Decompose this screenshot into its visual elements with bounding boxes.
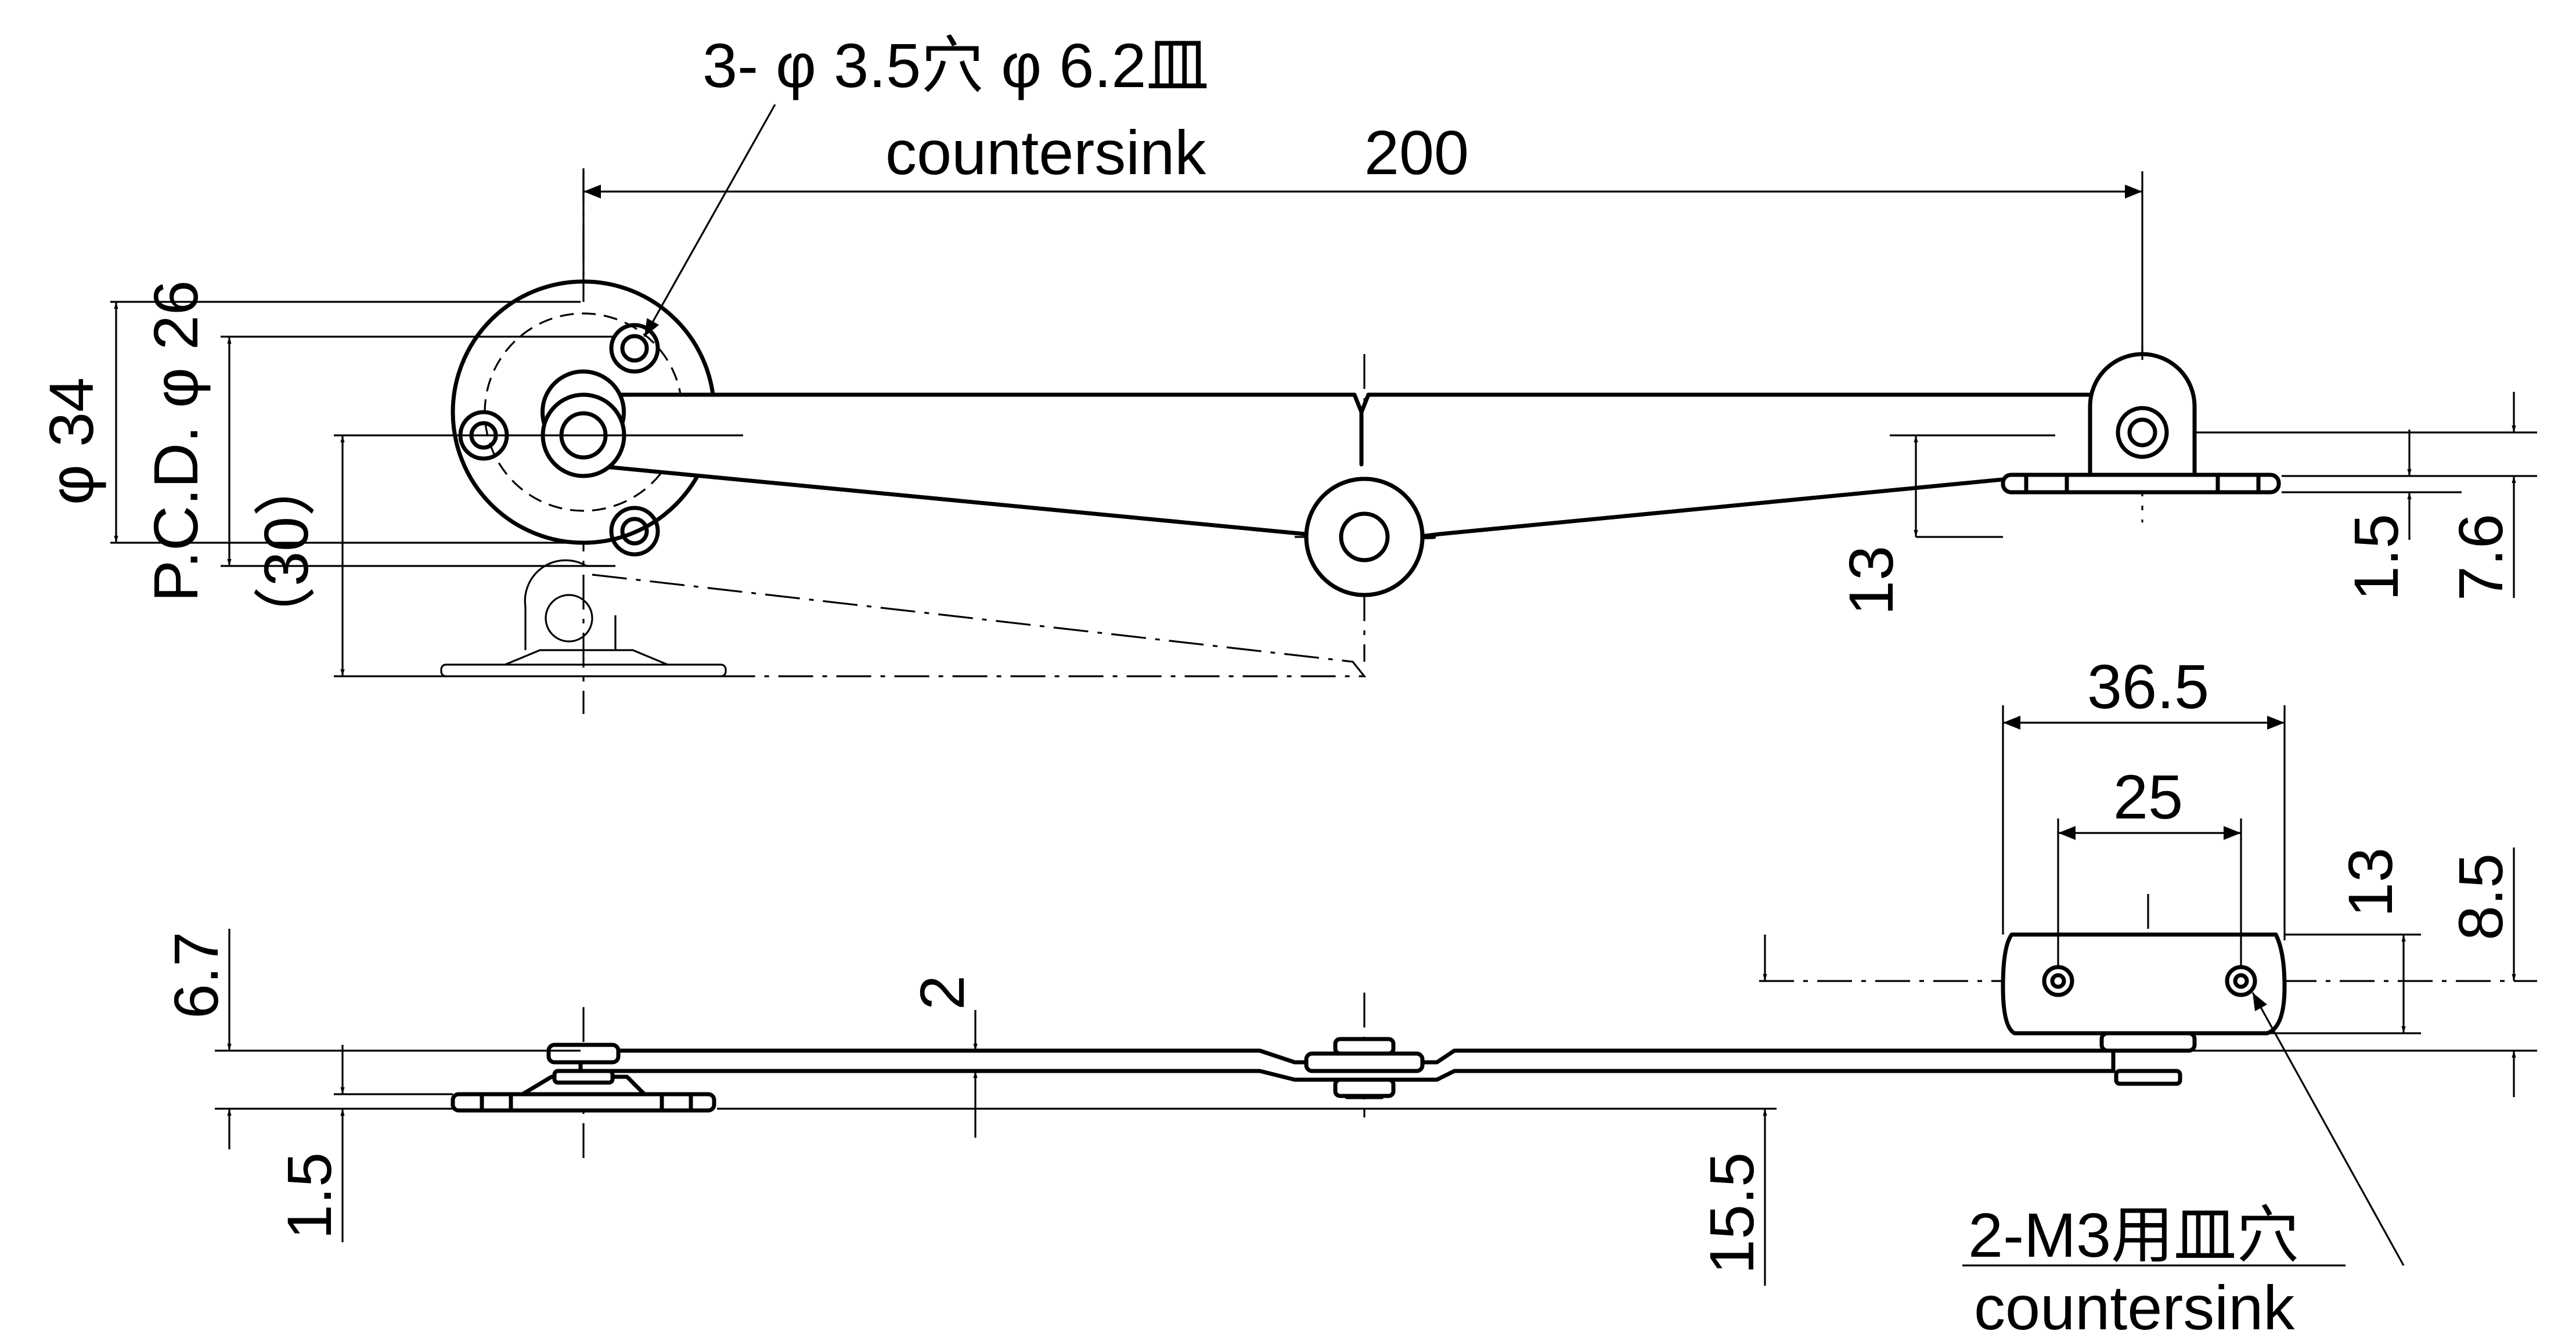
- dimension-13-side: 13: [2195, 847, 2421, 1034]
- right-bracket: [2001, 352, 2281, 495]
- dimension-8-5: 8.5: [2113, 847, 2537, 1097]
- dim25-label: 25: [2113, 762, 2183, 832]
- dim36-5-label: 36.5: [2087, 651, 2209, 722]
- phi34-label: φ 34: [36, 377, 106, 505]
- dim7-6-label: 7.6: [2445, 514, 2516, 601]
- countersunk-hole-top: [609, 323, 660, 374]
- dimension-15-5: 15.5: [717, 935, 1777, 1286]
- dimension-2: 2: [717, 975, 1260, 1138]
- hole-spec-callout: 3- φ 3.5穴 φ 6.2皿 countersink: [643, 30, 1209, 337]
- dimension-pcd26: P.C.D. φ 26: [140, 280, 615, 602]
- m3-spec-en-label: countersink: [1974, 1272, 2295, 1338]
- dimension-200: 200: [582, 117, 2143, 360]
- dimension-36-5: 36.5: [2002, 651, 2286, 940]
- top-view: 200 3- φ 3.5穴 φ 6.2皿 countersink φ 34 P.…: [36, 30, 2537, 714]
- dim6-7-label: 6.7: [161, 932, 231, 1019]
- base-pivot-boss: [541, 369, 626, 478]
- dim1-5-left-label: 1.5: [274, 1152, 344, 1239]
- hole-spec-en-label: countersink: [885, 117, 1206, 187]
- dim8-5-label: 8.5: [2445, 853, 2516, 940]
- dimension-1-5-left: 1.5: [274, 1045, 453, 1242]
- dimension-200-label: 200: [1364, 117, 1469, 187]
- dimension-30: （30）: [251, 434, 743, 677]
- middle-joint: [1304, 477, 1436, 597]
- dim15-5-label: 15.5: [1696, 1152, 1767, 1274]
- dimension-13-right: 13: [1836, 434, 2055, 615]
- m3-countersink-callout: 2-M3用皿穴 countersink: [1962, 992, 2405, 1338]
- dim1-5-right-label: 1.5: [2341, 514, 2411, 601]
- side-left-base: [451, 1043, 716, 1113]
- countersunk-hole-bottom: [609, 506, 660, 557]
- pcd26-label: P.C.D. φ 26: [140, 280, 211, 602]
- dim2-label: 2: [907, 975, 977, 1010]
- dimension-25: 25: [2057, 762, 2242, 966]
- hole-spec-label: 3- φ 3.5穴 φ 6.2皿: [702, 30, 1209, 100]
- folded-position-phantom: [440, 559, 1367, 677]
- dim13-side-label: 13: [2335, 847, 2405, 917]
- dimension-phi34: φ 34: [36, 301, 581, 544]
- dimension-7-6: 7.6: [2445, 392, 2516, 601]
- dim13-right-label: 13: [1836, 546, 1906, 615]
- m3-spec-label: 2-M3用皿穴: [1968, 1200, 2299, 1270]
- dimension-6-7: 6.7: [161, 929, 581, 1149]
- dim30-label: （30）: [251, 454, 321, 649]
- side-view: 36.5 25 13 8.5 6.7: [161, 651, 2537, 1338]
- side-right-bracket: [2001, 932, 2287, 1086]
- dimension-1-5-right: 1.5: [2206, 430, 2537, 601]
- side-middle-joint: [1304, 1037, 1425, 1099]
